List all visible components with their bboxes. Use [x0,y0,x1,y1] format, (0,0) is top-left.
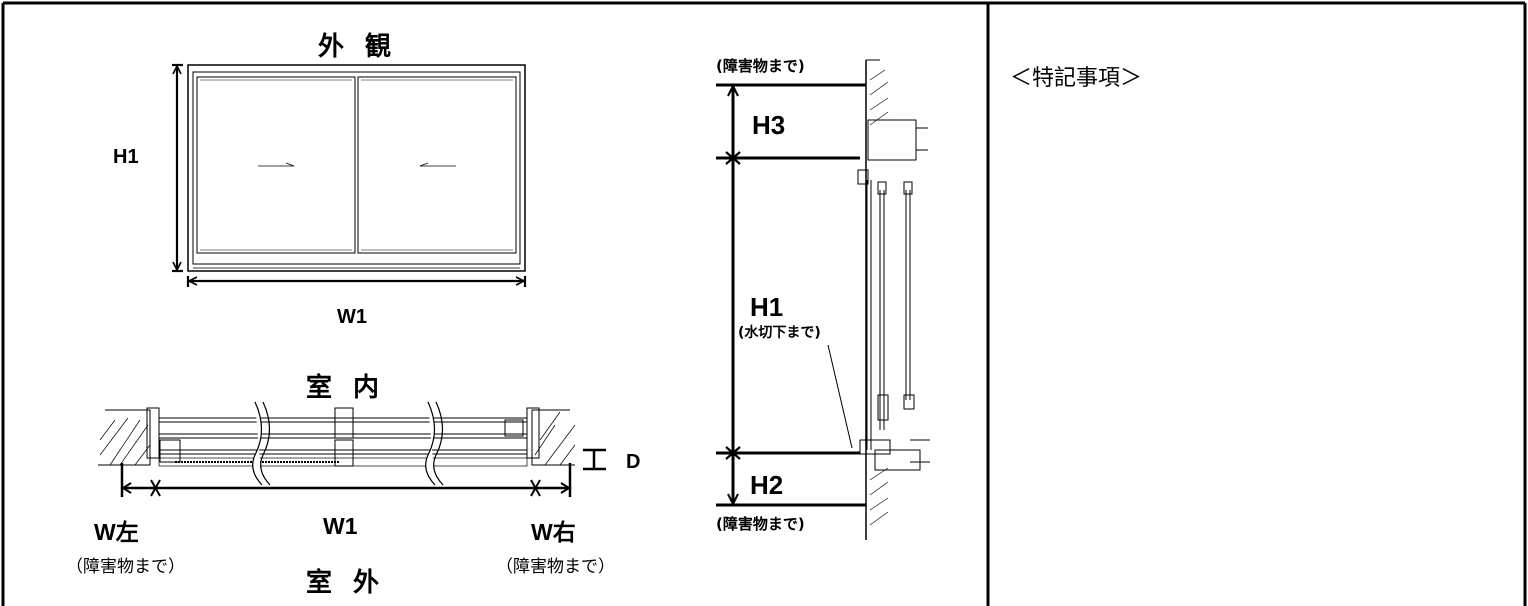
exterior-height-label: H1 [113,146,139,168]
plan-section-view [98,401,576,486]
section-h1-label: H1 [750,292,784,322]
exterior-title: 外 観 [318,32,398,62]
exterior-window-elevation [187,64,526,272]
exterior-w-dimension [186,276,527,287]
section-h1-note: (水切下まで) [738,325,821,341]
sash-arrow-right [419,162,456,167]
plan-width-dimension [120,463,572,497]
plan-w-center-label: W1 [323,513,358,539]
section-top-obstacle-note: (障害物まで) [716,57,805,75]
plan-outdoor-label: 室 外 [306,568,386,598]
vertical-dimensions [716,83,866,507]
plan-w-right-label: W右 [531,519,576,545]
plan-indoor-label: 室 内 [306,373,386,403]
sash-arrow-left [258,162,295,167]
plan-left-obstacle-note: （障害物まで） [66,557,185,577]
plan-depth-label: D [626,451,641,473]
vertical-section-view [827,59,930,540]
section-h3-label: H3 [752,110,786,140]
plan-w-left-label: W左 [94,519,139,545]
notes-title: ＜特記事項＞ [1010,66,1143,91]
section-bottom-obstacle-note: (障害物まで) [716,515,805,533]
section-h2-label: H2 [750,470,784,500]
plan-right-obstacle-note: （障害物まで） [496,557,615,577]
exterior-h-dimension [172,63,183,273]
exterior-width-label: W1 [337,306,367,328]
depth-dimension [583,448,606,471]
